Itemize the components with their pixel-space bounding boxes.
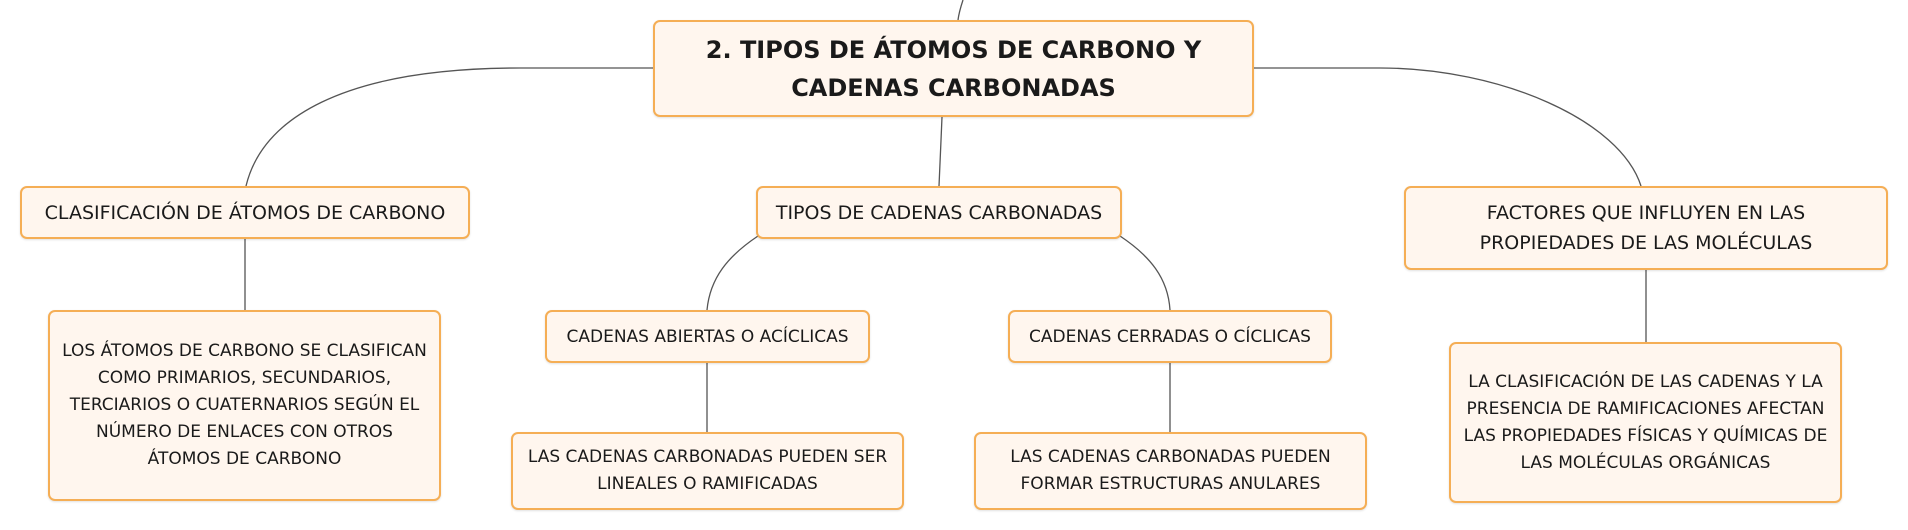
connector-root-factores <box>1254 67 1642 187</box>
subtopic-factores-detalle[interactable]: LA CLASIFICACIÓN DE LAS CADENAS Y LA PRE… <box>1449 342 1842 503</box>
subtopic-abiertas-detalle[interactable]: LAS CADENAS CARBONADAS PUEDEN SER LINEAL… <box>511 432 904 510</box>
topic-factores[interactable]: FACTORES QUE INFLUYEN EN LAS PROPIEDADES… <box>1404 186 1888 270</box>
topic-clasificacion-label: CLASIFICACIÓN DE ÁTOMOS DE CARBONO <box>44 201 446 224</box>
subtopic-factores-detalle-label: LA CLASIFICACIÓN DE LAS CADENAS Y LA PRE… <box>1463 371 1828 473</box>
root-topic-label: 2. TIPOS DE ÁTOMOS DE CARBONO Y CADENAS … <box>705 35 1202 102</box>
subtopic-cadenas-cerradas-label: CADENAS CERRADAS O CÍCLICAS <box>1029 326 1311 347</box>
subtopic-clasificacion-detalle[interactable]: LOS ÁTOMOS DE CARBONO SE CLASIFICAN COMO… <box>48 310 441 501</box>
connector-root-parent <box>957 0 964 21</box>
root-topic[interactable]: 2. TIPOS DE ÁTOMOS DE CARBONO Y CADENAS … <box>653 20 1254 117</box>
connector-root-clasificacion <box>245 67 653 187</box>
topic-tipos-cadenas-label: TIPOS DE CADENAS CARBONADAS <box>775 201 1103 224</box>
connector-root-tipos <box>938 116 943 187</box>
subtopic-abiertas-detalle-label: LAS CADENAS CARBONADAS PUEDEN SER LINEAL… <box>527 447 888 494</box>
subtopic-cadenas-abiertas[interactable]: CADENAS ABIERTAS O ACÍCLICAS <box>545 310 870 363</box>
topic-tipos-cadenas[interactable]: TIPOS DE CADENAS CARBONADAS <box>756 186 1122 239</box>
connector-tipos-cerradas <box>1119 235 1171 311</box>
subtopic-cerradas-detalle[interactable]: LAS CADENAS CARBONADAS PUEDEN FORMAR EST… <box>974 432 1367 510</box>
topic-clasificacion[interactable]: CLASIFICACIÓN DE ÁTOMOS DE CARBONO <box>20 186 470 239</box>
connector-tipos-abiertas <box>706 235 759 311</box>
subtopic-cadenas-cerradas[interactable]: CADENAS CERRADAS O CÍCLICAS <box>1008 310 1332 363</box>
subtopic-clasificacion-detalle-label: LOS ÁTOMOS DE CARBONO SE CLASIFICAN COMO… <box>62 341 427 469</box>
subtopic-cerradas-detalle-label: LAS CADENAS CARBONADAS PUEDEN FORMAR EST… <box>1010 447 1331 494</box>
subtopic-cadenas-abiertas-label: CADENAS ABIERTAS O ACÍCLICAS <box>566 326 849 347</box>
topic-factores-label: FACTORES QUE INFLUYEN EN LAS PROPIEDADES… <box>1479 202 1813 254</box>
